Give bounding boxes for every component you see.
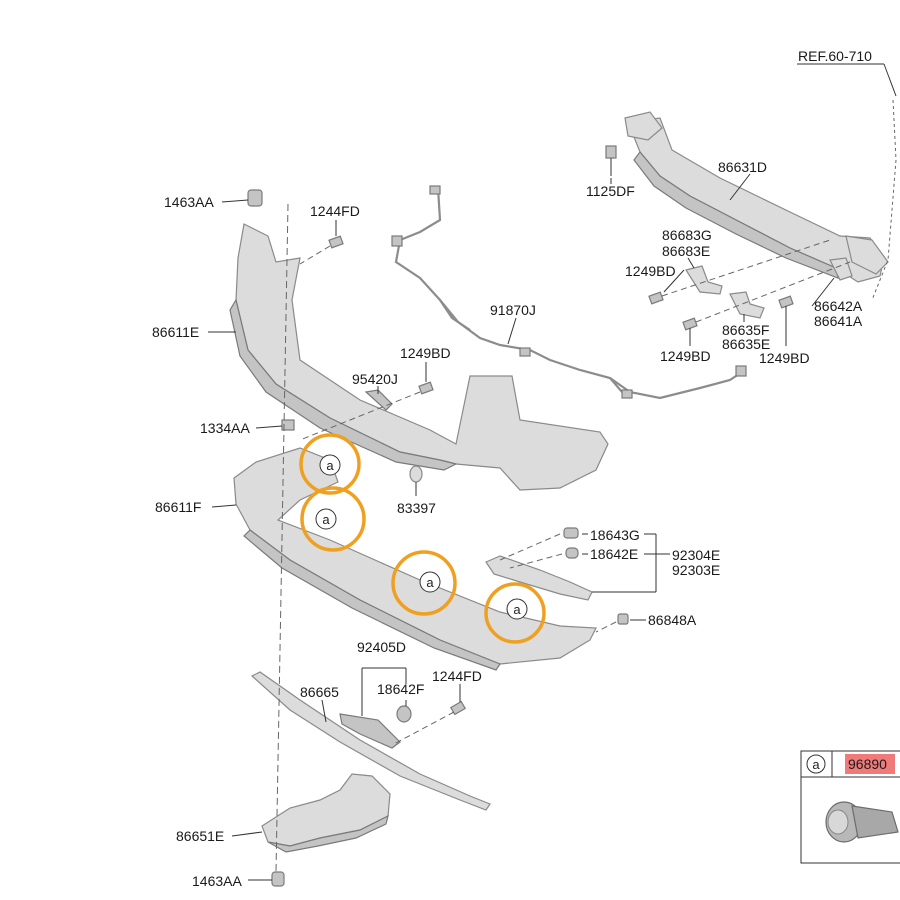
reflector [485,527,593,601]
label-86683E[interactable]: 86683E [662,243,710,259]
sensor-marker-1: a [326,458,334,473]
sensor-location-4[interactable]: a [484,582,546,644]
label-18643G[interactable]: 18643G [590,527,640,543]
label-86641A[interactable]: 86641A [814,313,863,329]
rear-bumper-beam [624,111,889,283]
label-86848A[interactable]: 86848A [648,612,697,628]
label-92303E[interactable]: 92303E [672,562,720,578]
label-18642E[interactable]: 18642E [590,546,638,562]
label-91870J[interactable]: 91870J [490,302,536,318]
label-1463AA-top[interactable]: 1463AA [164,194,214,210]
fastener-86848A [595,613,629,633]
leader-lines [208,63,897,881]
body-outline [871,99,897,301]
skid-plate [261,773,391,887]
label-1334AA[interactable]: 1334AA [200,420,250,436]
label-1249BD-c[interactable]: 1249BD [759,350,810,366]
part-labels: REF.60-710 86631D 1125DF 86683G 86683E 1… [152,48,872,889]
label-18642F[interactable]: 18642F [377,681,424,697]
sensor-location-2[interactable]: a [300,486,366,552]
sensor-marker-4: a [513,602,521,617]
label-86611F[interactable]: 86611F [155,499,201,515]
parking-sensor-image [825,801,899,843]
label-1244FD-bot[interactable]: 1244FD [432,668,482,684]
legend-box: a 96890 [800,750,900,864]
label-86665[interactable]: 86665 [300,684,339,700]
sensor-marker-2: a [322,512,330,527]
label-86611E[interactable]: 86611E [152,324,199,340]
sensor-location-3[interactable]: a [391,550,457,616]
label-92304E[interactable]: 92304E [672,547,720,563]
garnish-strip [250,671,491,811]
bumper-cover-upper [229,189,609,491]
legend-marker: a [812,757,820,772]
label-1249BD-a[interactable]: 1249BD [625,263,676,279]
legend-part-code[interactable]: 96890 [848,756,887,772]
label-86635E[interactable]: 86635E [722,336,770,352]
label-86631D[interactable]: 86631D [718,159,767,175]
alignment-line [275,203,289,873]
beam-hardware [605,145,853,331]
label-1249BD-d[interactable]: 1249BD [400,345,451,361]
sensor-location-1[interactable]: a [299,433,361,495]
label-86642A[interactable]: 86642A [814,298,863,314]
label-1249BD-b[interactable]: 1249BD [660,348,711,364]
label-92405D[interactable]: 92405D [357,639,406,655]
label-1125DF[interactable]: 1125DF [586,183,635,199]
label-86651E[interactable]: 86651E [176,828,224,844]
label-86635F[interactable]: 86635F [722,322,769,338]
label-95420J[interactable]: 95420J [352,371,398,387]
wiring-harness [391,185,747,400]
label-1463AA-bot[interactable]: 1463AA [192,873,242,889]
label-ref[interactable]: REF.60-710 [798,48,872,64]
label-86683G[interactable]: 86683G [662,227,712,243]
label-83397[interactable]: 83397 [397,500,436,516]
label-1244FD-top[interactable]: 1244FD [310,203,360,219]
sensor-marker-3: a [426,575,434,590]
